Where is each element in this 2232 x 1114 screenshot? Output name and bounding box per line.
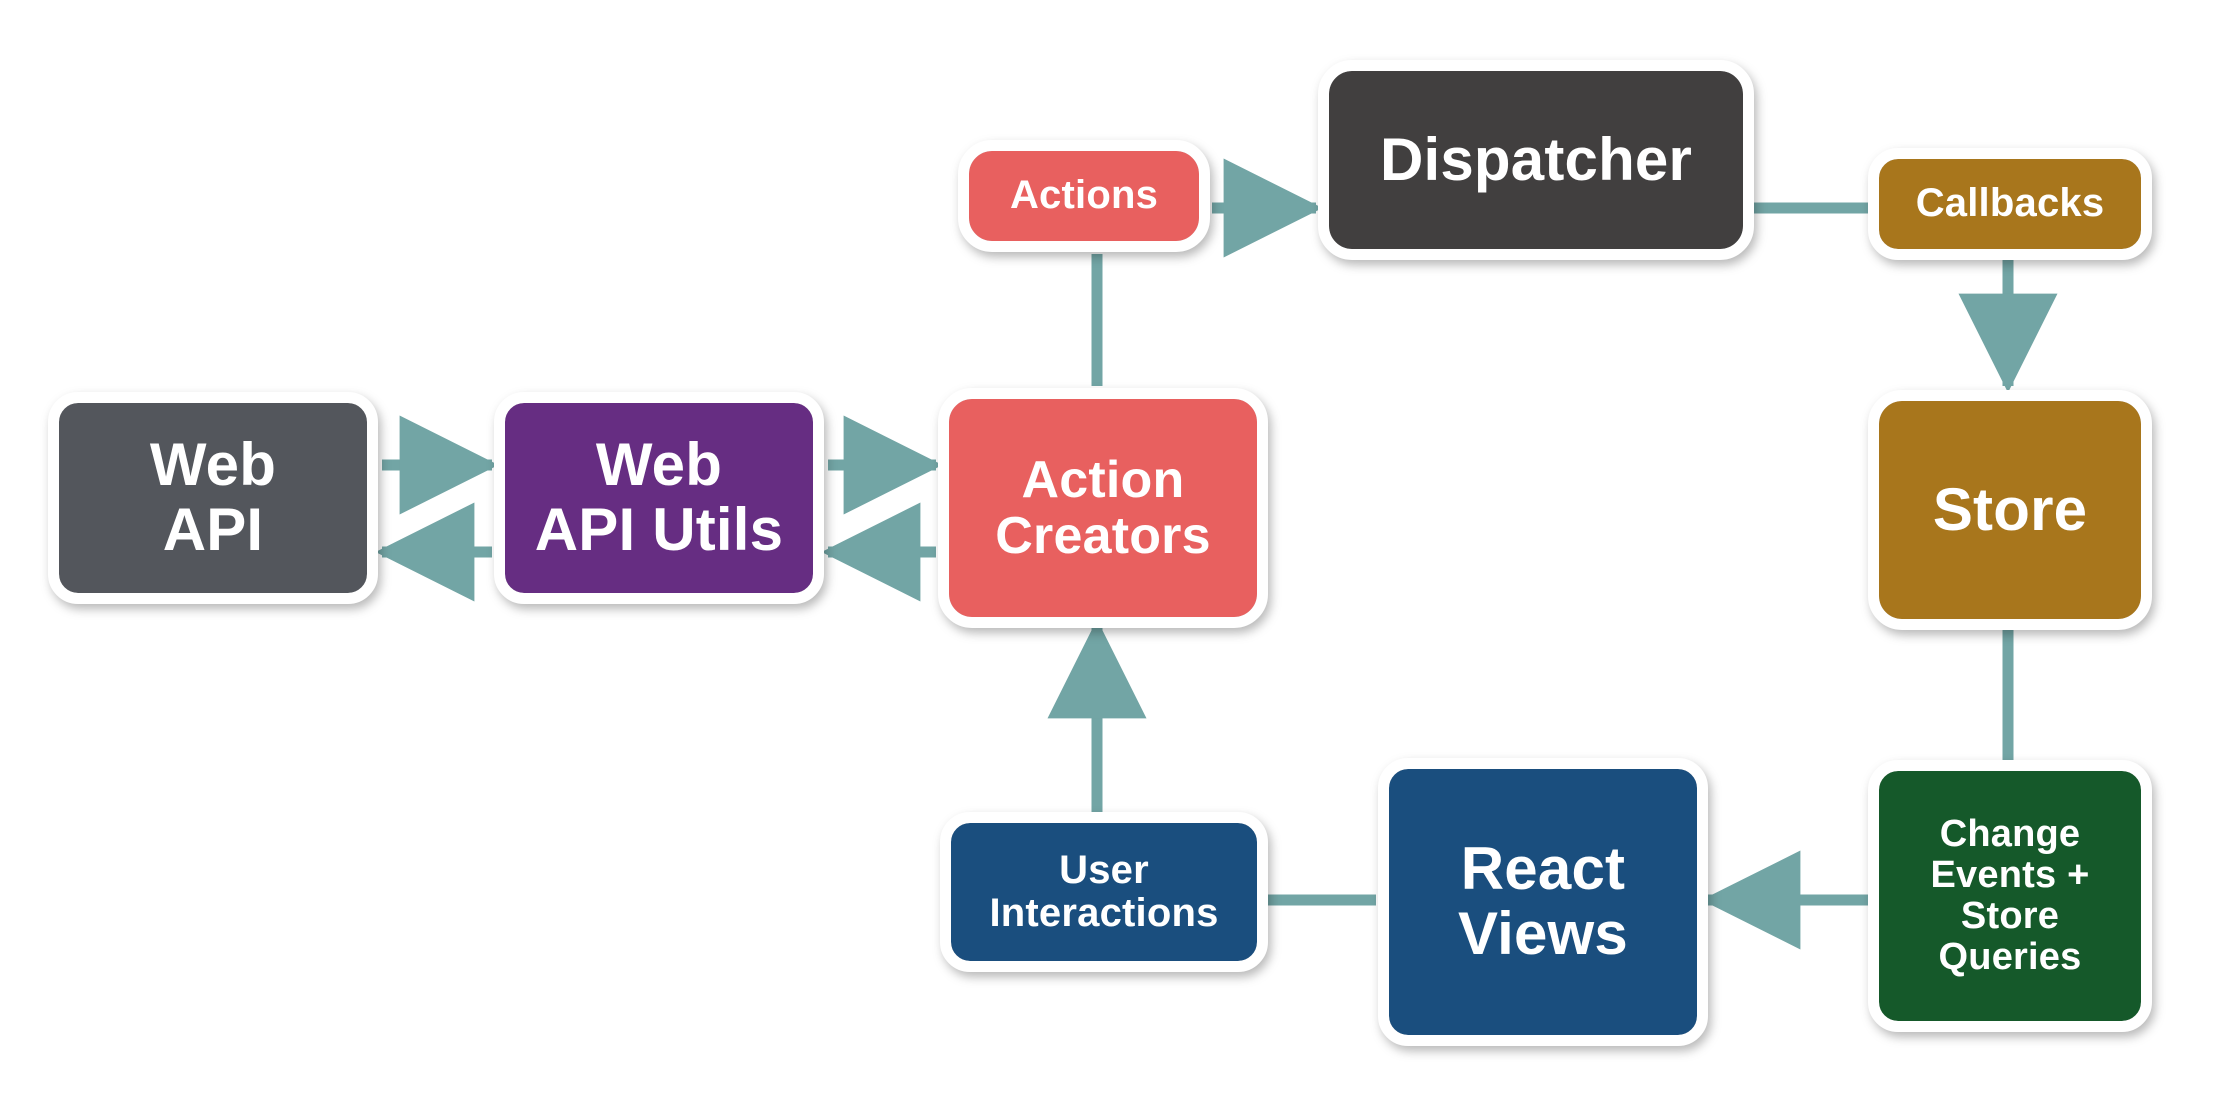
node-web-api-label: Web API [149,431,277,563]
node-user-interactions[interactable]: User Interactions [940,812,1268,972]
node-action-creators-label: Action Creators [995,450,1211,565]
node-react-views-label: React Views [1457,835,1628,967]
node-dispatcher[interactable]: Dispatcher [1318,60,1754,260]
node-action-creators[interactable]: Action Creators [938,388,1268,628]
node-callbacks[interactable]: Callbacks [1868,148,2152,260]
node-web-api[interactable]: Web API [48,392,378,604]
node-actions-label: Actions [1009,173,1159,218]
node-user-interactions-label: User Interactions [989,847,1219,935]
node-web-api-utils[interactable]: Web API Utils [494,392,824,604]
node-change-events-store-queries-label: Change Events + Store Queries [1930,812,2090,979]
node-dispatcher-label: Dispatcher [1379,125,1693,193]
node-callbacks-label: Callbacks [1915,181,2105,226]
node-web-api-utils-label: Web API Utils [534,431,784,563]
node-store[interactable]: Store [1868,390,2152,630]
node-change-events-store-queries[interactable]: Change Events + Store Queries [1868,760,2152,1032]
node-actions[interactable]: Actions [958,140,1210,252]
node-react-views[interactable]: React Views [1378,758,1708,1046]
node-store-label: Store [1932,475,2088,543]
